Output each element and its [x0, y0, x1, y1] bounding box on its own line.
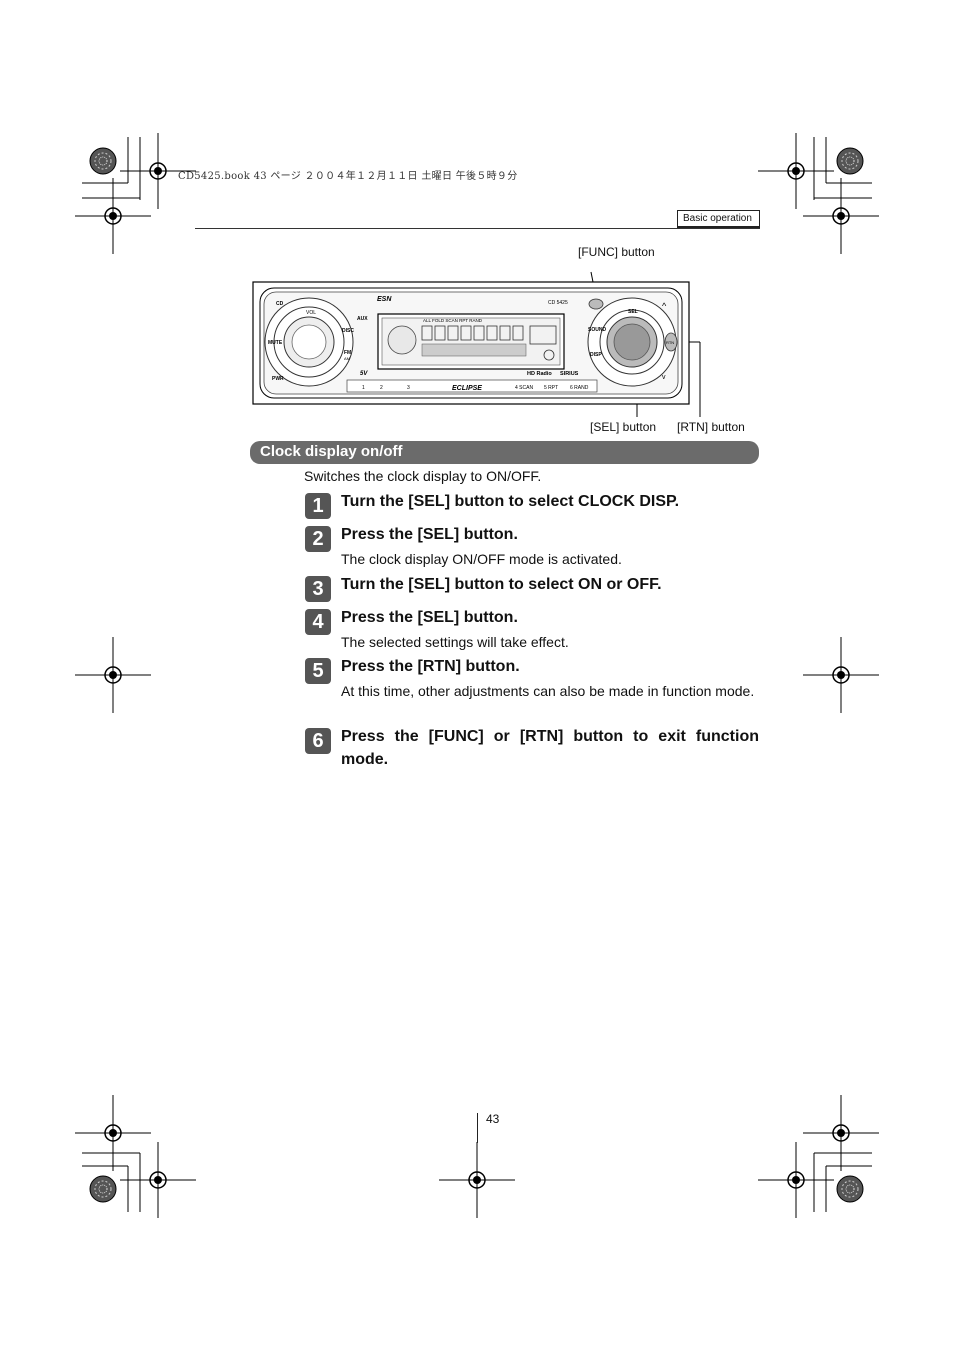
sel-button-callout: [SEL] button	[590, 420, 657, 434]
svg-text:5 RPT: 5 RPT	[544, 385, 558, 391]
svg-text:DISP: DISP	[590, 352, 602, 358]
svg-text:SEL: SEL	[628, 309, 638, 315]
svg-text:RTN: RTN	[666, 340, 674, 345]
step-title: Press the [SEL] button.	[341, 609, 518, 626]
step-title: Turn the [SEL] button to select CLOCK DI…	[341, 493, 680, 510]
step-number: 1	[305, 493, 331, 519]
header-rule	[195, 228, 760, 229]
step-title: Press the [FUNC] or [RTN] button to exit…	[341, 728, 759, 768]
svg-text:PWR: PWR	[272, 376, 284, 382]
svg-text:4 SCAN: 4 SCAN	[515, 385, 533, 391]
section-tab: Basic operation	[677, 210, 760, 228]
svg-text:AUX: AUX	[357, 316, 368, 322]
step-description: At this time, other adjustments can also…	[341, 683, 755, 699]
page-number: 43	[486, 1112, 500, 1126]
svg-text:SOUND: SOUND	[588, 327, 606, 333]
step-number: 6	[305, 728, 331, 754]
svg-text:2: 2	[380, 385, 383, 391]
step-number: 5	[305, 658, 331, 684]
page-number-rule	[477, 1113, 478, 1143]
svg-text:ALL FOLD SCAN RPT RAND: ALL FOLD SCAN RPT RAND	[423, 318, 483, 323]
svg-text:VOL: VOL	[306, 310, 316, 316]
svg-text:ESN: ESN	[377, 296, 392, 303]
section-title: Clock display on/off	[250, 441, 759, 464]
step-description: The selected settings will take effect.	[341, 634, 569, 650]
step-number: 2	[305, 526, 331, 552]
step-description: The clock display ON/OFF mode is activat…	[341, 551, 622, 567]
step-title: Press the [RTN] button.	[341, 658, 520, 675]
svg-text:FM: FM	[344, 350, 351, 356]
step-title: Turn the [SEL] button to select ON or OF…	[341, 576, 662, 593]
file-info-line: CD5425.book 43 ページ ２００４年１２月１１日 土曜日 午後５時９…	[178, 171, 518, 182]
step-number: 3	[305, 576, 331, 602]
svg-text:CD 5425: CD 5425	[548, 300, 568, 306]
svg-text:6 RAND: 6 RAND	[570, 385, 589, 391]
svg-text:CD: CD	[276, 301, 284, 307]
svg-text:ECLIPSE: ECLIPSE	[452, 385, 482, 392]
svg-text:AM: AM	[344, 356, 350, 361]
svg-text:HD Radio: HD Radio	[527, 371, 552, 377]
svg-text:1: 1	[362, 385, 365, 391]
svg-text:MUTE: MUTE	[268, 340, 283, 346]
svg-text:DISC: DISC	[342, 328, 354, 334]
svg-text:3: 3	[407, 385, 410, 391]
func-button-callout: [FUNC] button	[578, 245, 655, 259]
svg-text:^: ^	[662, 301, 667, 311]
svg-text:5V: 5V	[360, 371, 368, 377]
section-intro: Switches the clock display to ON/OFF.	[304, 468, 542, 484]
step-number: 4	[305, 609, 331, 635]
rtn-button-callout: [RTN] button	[677, 420, 745, 434]
svg-text:v: v	[662, 374, 666, 381]
svg-text:SIRIUS: SIRIUS	[560, 371, 579, 377]
step-title: Press the [SEL] button.	[341, 526, 518, 543]
head-unit-illustration: VOL CD MUTE PWR AUX DISC FM AM ESN CD 54…	[252, 271, 701, 417]
